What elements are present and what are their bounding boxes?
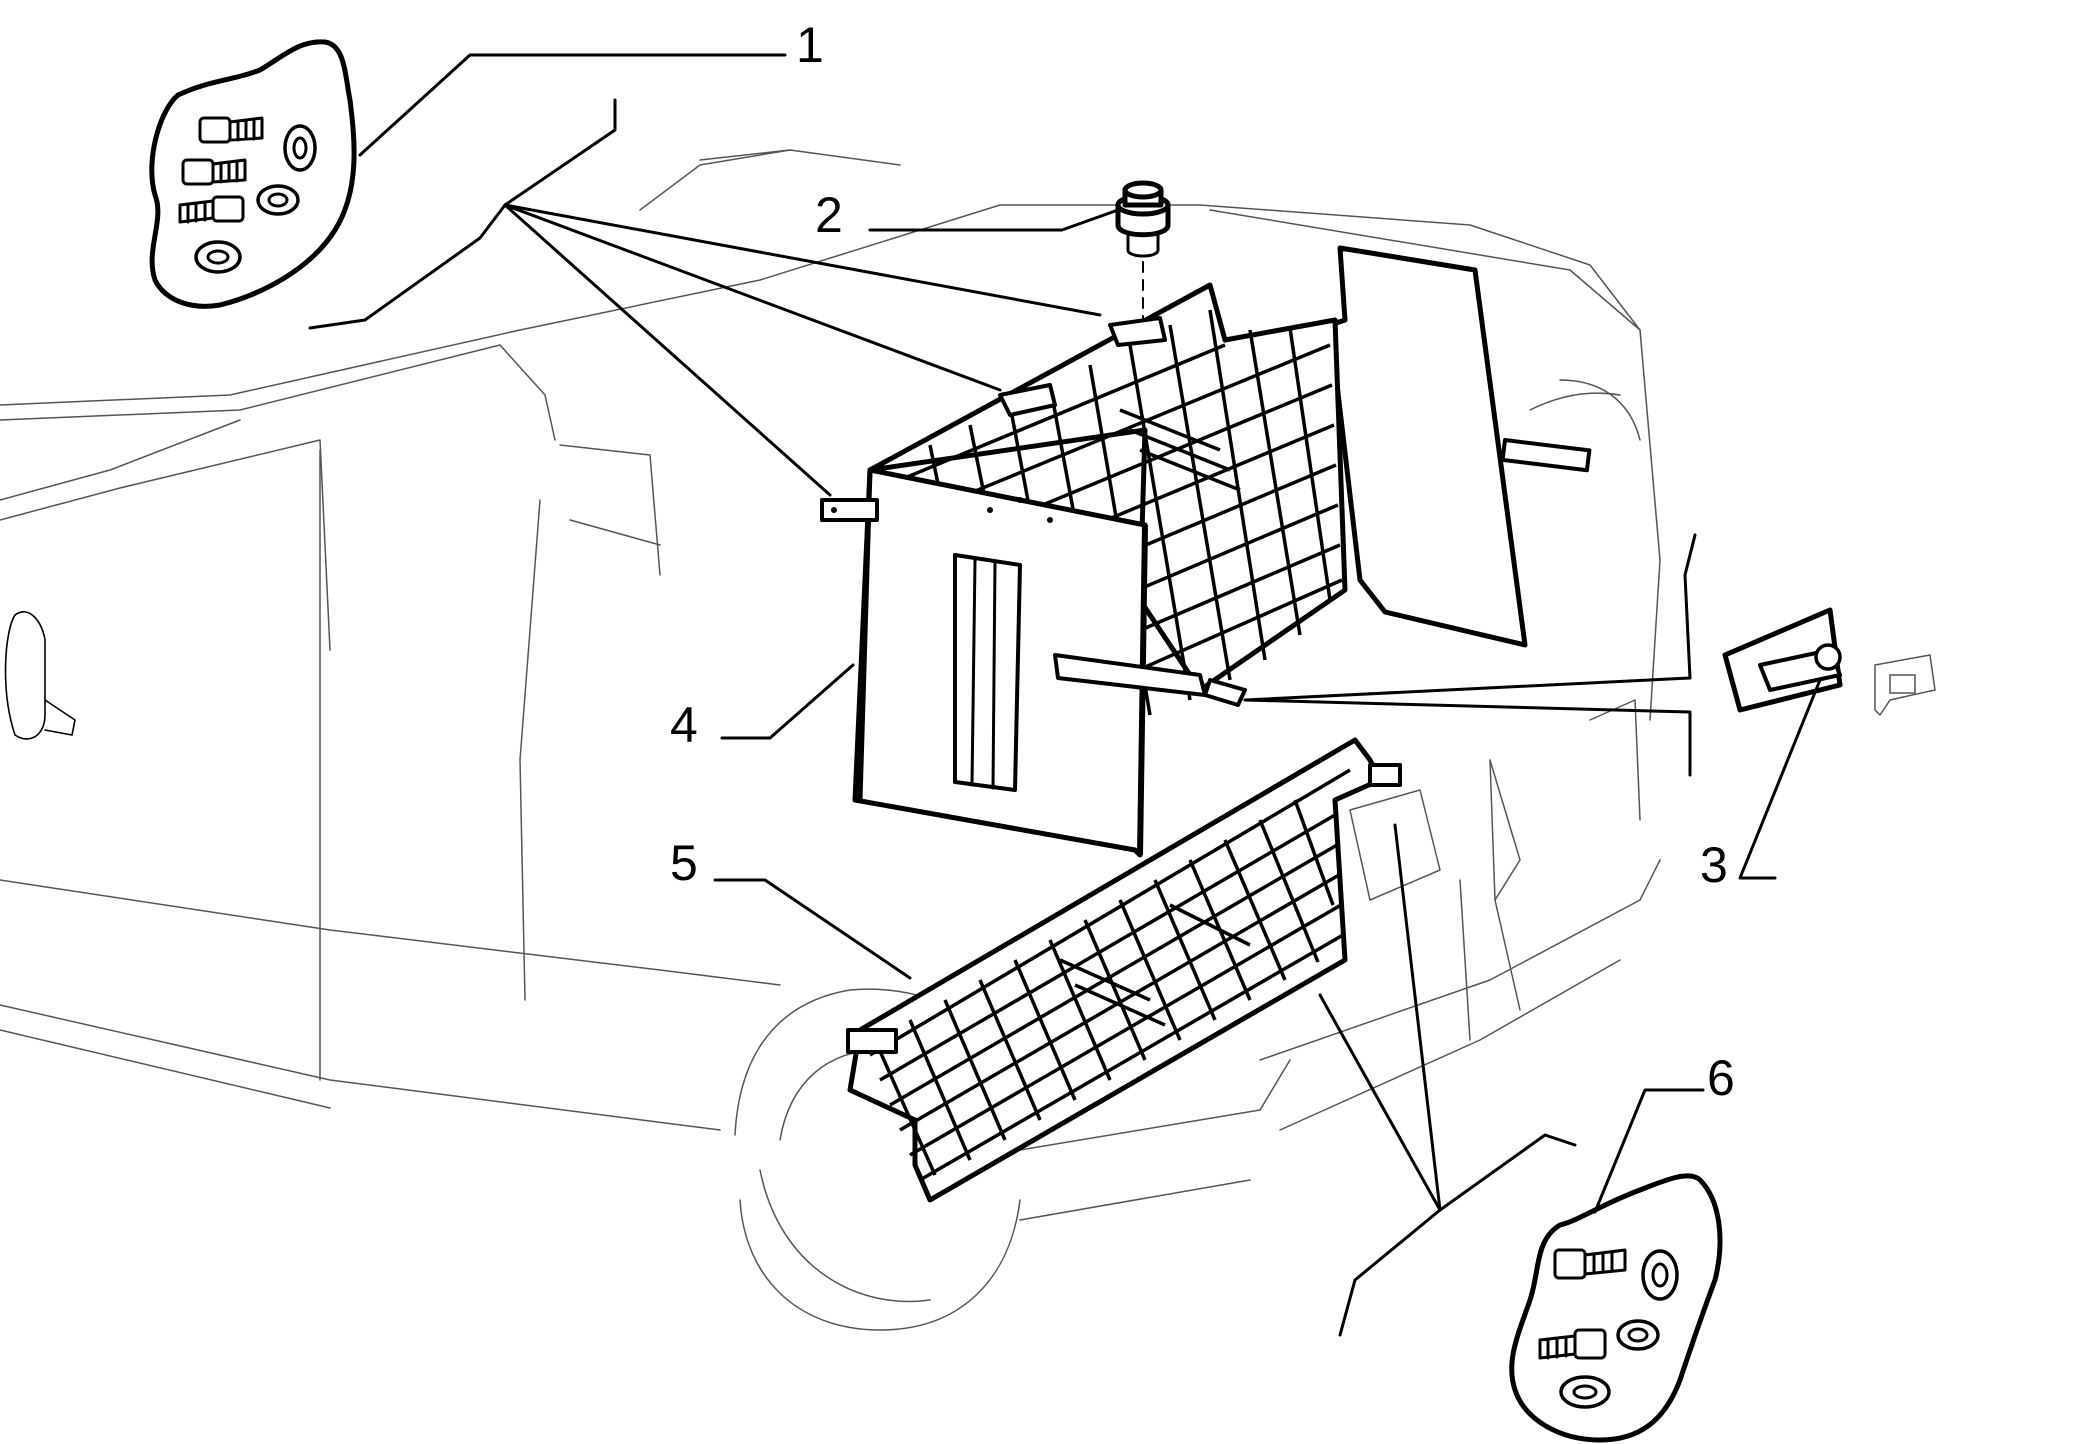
- callout-1: 1: [796, 17, 824, 73]
- hinge-bracket-icon: [1722, 607, 1936, 716]
- callout-3: 3: [1700, 837, 1728, 893]
- rubber-stop-icon: [1115, 180, 1171, 319]
- hardware-kit-1-icon: [149, 39, 357, 309]
- car-outline-icon: [0, 149, 1661, 1331]
- callout-labels: 1 2 3 4 5 6: [670, 17, 1735, 1106]
- lower-partition-icon: [846, 737, 1402, 1203]
- callout-6: 6: [1707, 1050, 1735, 1106]
- callout-5: 5: [670, 835, 698, 891]
- upper-partition-icon: [820, 245, 1592, 858]
- leader-lines: [308, 53, 1822, 1337]
- hardware-kit-6-icon: [1509, 1173, 1723, 1443]
- callout-2: 2: [815, 187, 843, 243]
- callout-4: 4: [670, 697, 698, 753]
- lower-mesh-icon: [869, 768, 1351, 1182]
